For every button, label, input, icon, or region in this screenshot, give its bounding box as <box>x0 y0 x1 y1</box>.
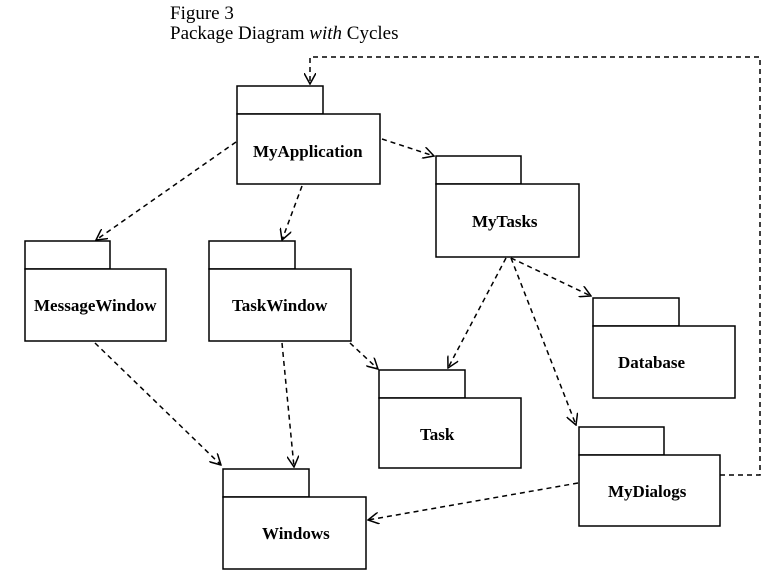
package-mydialogs-label: MyDialogs <box>608 482 687 501</box>
dependency-messagewindow-to-windows <box>94 342 221 465</box>
package-database-label: Database <box>618 353 686 372</box>
package-taskwindow-label: TaskWindow <box>232 296 328 315</box>
package-mytasks-label: MyTasks <box>472 212 538 231</box>
dependency-myapplication-to-mytasks <box>381 138 434 156</box>
dependency-myapplication-to-taskwindow <box>282 185 303 240</box>
dependency-taskwindow-to-task <box>349 342 378 369</box>
package-task[interactable]: Task <box>378 369 522 469</box>
figure-title-prefix: Package Diagram <box>170 23 310 44</box>
package-mytasks-body <box>435 183 580 258</box>
package-mytasks[interactable]: MyTasks <box>435 155 580 258</box>
dependency-myapplication-to-messagewindow <box>96 141 237 240</box>
package-taskwindow-body <box>208 268 352 342</box>
package-messagewindow-label: MessageWindow <box>34 296 157 315</box>
dependency-mytasks-to-database <box>510 257 591 296</box>
package-database-body <box>592 325 736 399</box>
figure-title-emphasis: with <box>309 23 343 44</box>
package-windows[interactable]: Windows <box>222 468 367 570</box>
package-taskwindow-tab <box>208 240 296 270</box>
package-myapplication-label: MyApplication <box>253 142 363 161</box>
package-messagewindow-tab <box>24 240 111 270</box>
dependency-mytasks-to-task <box>448 257 507 368</box>
package-task-tab <box>378 369 466 399</box>
package-windows-body <box>222 496 367 570</box>
package-database[interactable]: Database <box>592 297 736 399</box>
package-myapplication[interactable]: MyApplication <box>236 85 381 185</box>
package-mydialogs-body <box>578 454 721 527</box>
dependency-taskwindow-to-windows <box>281 342 294 467</box>
package-myapplication-body <box>236 113 381 185</box>
package-mydialogs-tab <box>578 426 665 456</box>
dependency-mydialogs-to-windows <box>368 482 579 520</box>
figure-title: Package Diagram with Cycles <box>170 23 398 45</box>
package-mytasks-tab <box>435 155 522 185</box>
package-taskwindow[interactable]: TaskWindow <box>208 240 352 342</box>
package-mydialogs[interactable]: MyDialogs <box>578 426 721 527</box>
package-messagewindow[interactable]: MessageWindow <box>24 240 167 342</box>
figure-title-suffix: Cycles <box>342 23 399 44</box>
package-database-tab <box>592 297 680 327</box>
package-windows-tab <box>222 468 310 498</box>
figure-number: Figure 3 <box>170 3 234 24</box>
package-task-label: Task <box>420 425 455 444</box>
package-myapplication-tab <box>236 85 324 115</box>
dependency-mytasks-to-mydialogs <box>510 257 576 425</box>
package-task-body <box>378 397 522 469</box>
package-windows-label: Windows <box>262 524 330 543</box>
package-messagewindow-body <box>24 268 167 342</box>
